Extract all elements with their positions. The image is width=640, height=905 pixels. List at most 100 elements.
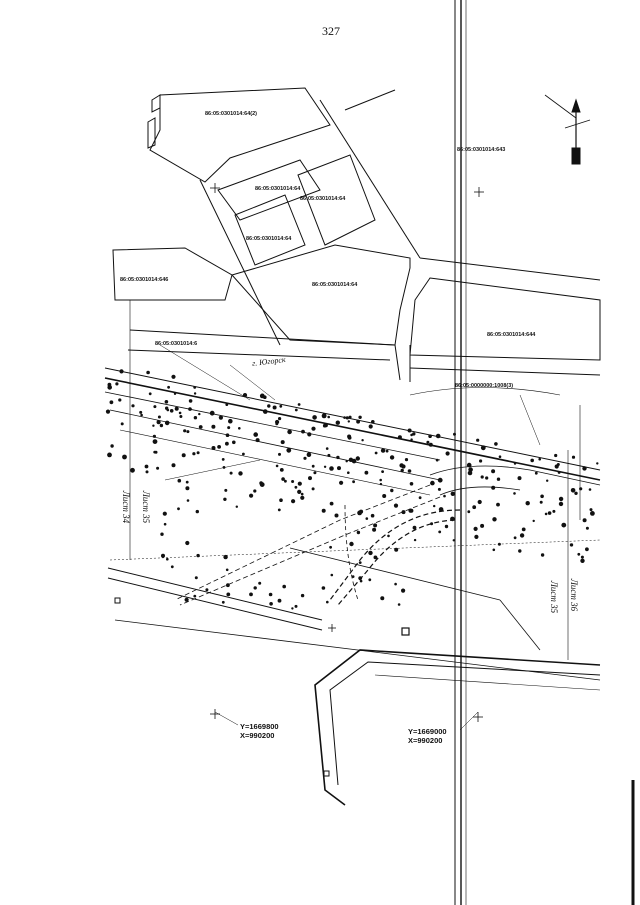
parcel-label: 86:05:0301014:64 [246,236,292,242]
tree-marker [222,466,226,469]
tree-marker [498,455,502,459]
tree-marker [349,541,354,547]
tree-marker [294,485,298,489]
page-number: 327 [322,24,340,38]
tree-marker [485,476,489,480]
tree-marker [390,488,394,493]
tree-marker [401,510,406,515]
tree-marker [521,527,526,532]
tree-marker [157,415,161,419]
tree-marker [347,471,350,475]
tree-marker [358,576,363,580]
tree-marker [152,424,155,427]
tree-marker [530,458,534,463]
parcel-label: 86:05:0301014:644 [487,332,536,338]
sheet-label-36: Лист 36 [569,578,580,612]
tree-marker [373,523,378,528]
tree-marker [480,523,485,528]
tree-marker [238,427,241,430]
tree-marker [399,463,404,468]
tree-marker [255,438,260,443]
tree-marker [311,464,315,468]
tree-marker [280,440,285,445]
tree-marker [164,420,170,426]
tree-marker [263,395,267,400]
tree-marker [198,412,201,416]
parcel-label: 86:05:0301014:6 [155,341,198,347]
tree-marker [140,413,143,417]
tree-marker [554,464,559,469]
tree-marker [368,424,373,429]
tree-marker [297,403,301,406]
tree-marker [177,507,180,511]
tree-marker [497,542,501,546]
tree-marker [156,466,160,470]
tree-marker [540,553,545,557]
tree-marker [303,456,307,460]
tree-marker [211,446,216,450]
tree-marker [397,603,401,606]
tree-marker [154,450,158,454]
tree-marker [343,416,346,419]
tree-marker [351,458,357,464]
tree-marker [329,545,332,549]
tree-marker [558,496,564,502]
tree-marker [582,466,587,471]
sheet-label-34: Лист 34 [121,490,132,524]
tree-marker [225,433,230,438]
tree-marker [164,400,169,404]
tree-marker [281,477,285,481]
parcel-label: 86:05:0301014:64(2) [205,111,257,117]
tree-marker [179,415,183,418]
tree-marker [228,418,233,424]
tree-marker [561,522,567,528]
tree-marker [330,573,334,577]
tree-marker [412,432,416,436]
tree-marker [517,476,522,481]
road-corridor [104,300,601,806]
tree-marker [418,496,422,500]
tree-marker [183,429,187,433]
tree-marker [585,526,589,530]
tree-marker [291,499,296,504]
tree-marker [579,487,583,491]
tree-marker [480,475,484,479]
tree-marker [322,423,327,428]
tree-marker [574,491,578,495]
tree-marker [185,480,189,484]
tree-marker [368,550,373,556]
tree-marker [224,488,228,492]
tree-marker [118,398,122,402]
tree-marker [311,487,315,491]
tree-marker [394,547,399,552]
tree-marker [174,406,179,411]
tree-marker [329,501,334,506]
tree-marker [226,592,231,597]
tree-marker [585,547,589,552]
tree-marker [278,452,281,456]
tree-marker [413,538,417,542]
tree-marker [468,467,473,472]
tree-marker [225,441,229,446]
tree-marker [181,453,186,458]
tree-marker [466,462,472,468]
tree-marker [188,407,192,411]
tree-marker [496,477,501,481]
tree-marker [365,517,369,520]
tree-marker [347,420,350,423]
tree-marker [130,467,135,473]
tree-marker [152,439,158,444]
tree-marker [267,404,271,408]
tree-marker [253,489,257,493]
tree-marker [185,540,190,546]
tree-marker [153,405,157,409]
tree-marker [277,508,281,512]
tree-marker [279,468,284,472]
tree-marker [284,479,287,483]
tree-marker [491,485,496,490]
parcel-label: 86:05:0301014:64 [300,196,346,202]
tree-marker [370,513,375,518]
tree-marker [286,447,292,453]
tree-marker [194,576,198,580]
